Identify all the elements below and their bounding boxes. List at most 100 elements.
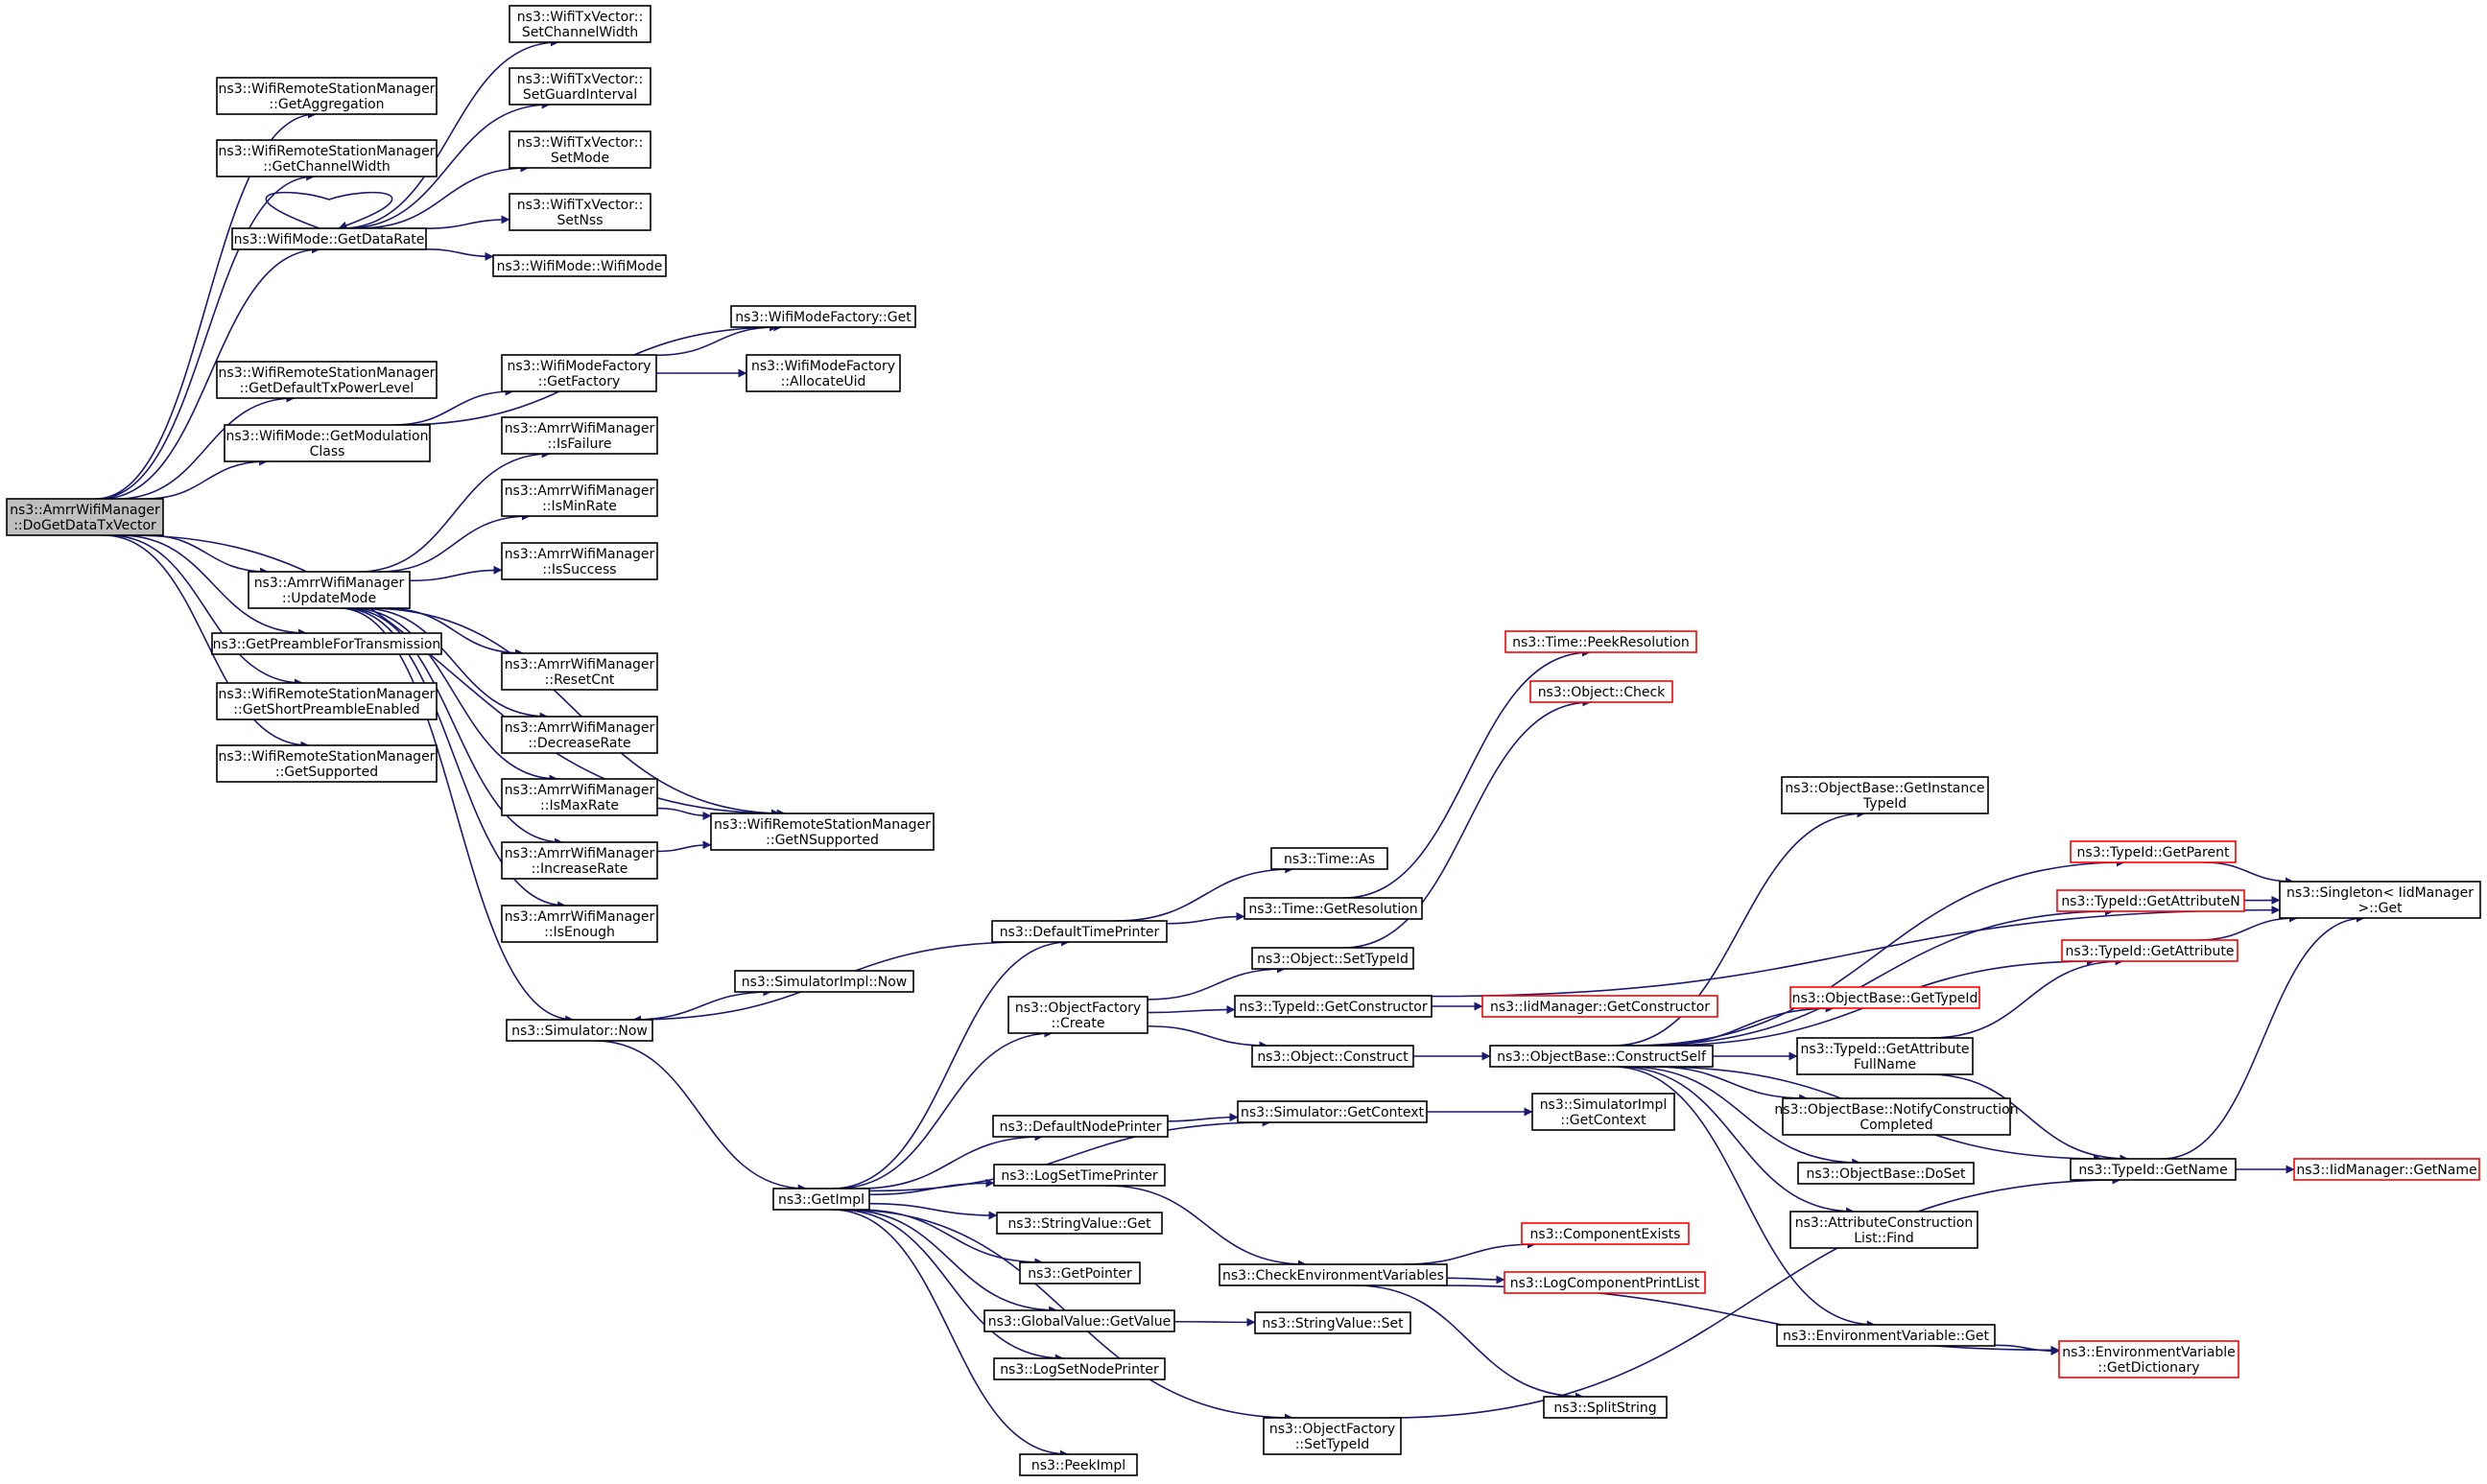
node-type-id-get-parent[interactable]: ns3::TypeId::GetParent: [2070, 840, 2237, 863]
node-log-set-time-printer[interactable]: ns3::LogSetTimePrinter: [993, 1164, 1166, 1187]
node-box: [1007, 996, 1149, 1034]
node-label-line: ns3::AmrrWifiManager: [505, 846, 655, 861]
node-construct-self[interactable]: ns3::ObjectBase::ConstructSelf: [1489, 1045, 1714, 1068]
node-is-success[interactable]: ns3::AmrrWifiManager::IsSuccess: [501, 542, 658, 580]
node-object-base-get-type-id[interactable]: ns3::ObjectBase::GetTypeId: [1789, 986, 1980, 1009]
node-label-line: ns3::TypeId::GetAttributeN: [2061, 894, 2239, 909]
edge-update-mode-to-simulator-now: [339, 607, 575, 1025]
node-global-value-get-value[interactable]: ns3::GlobalValue::GetValue: [983, 1309, 1175, 1332]
node-iid-manager-get-name[interactable]: ns3::IidManager::GetName: [2293, 1158, 2480, 1181]
node-log-set-node-printer[interactable]: ns3::LogSetNodePrinter: [993, 1357, 1166, 1380]
node-label-line: ::GetShortPreambleEnabled: [233, 702, 419, 718]
edge-update-mode-to-increase-rate: [345, 607, 563, 847]
node-is-enough[interactable]: ns3::AmrrWifiManager::IsEnough: [501, 905, 658, 943]
node-increase-rate[interactable]: ns3::AmrrWifiManager::IncreaseRate: [501, 841, 658, 880]
edge-update-mode-to-is-success: [409, 565, 503, 582]
node-is-failure[interactable]: ns3::AmrrWifiManager::IsFailure: [501, 416, 658, 455]
node-string-value-set[interactable]: ns3::StringValue::Set: [1254, 1311, 1411, 1334]
node-root[interactable]: ns3::AmrrWifiManager::DoGetDataTxVector: [6, 498, 164, 536]
edge-construct-self-to-attribute-construction-list-find: [1618, 1066, 1856, 1216]
node-string-value-get[interactable]: ns3::StringValue::Get: [996, 1212, 1163, 1235]
node-component-exists[interactable]: ns3::ComponentExists: [1521, 1222, 1690, 1245]
node-box: [248, 571, 411, 609]
node-time-get-resolution[interactable]: ns3::Time::GetResolution: [1244, 897, 1423, 920]
node-get-default-tx-power-level[interactable]: ns3::WifiRemoteStationManager::GetDefaul…: [216, 361, 438, 399]
node-type-id-get-attribute[interactable]: ns3::TypeId::GetAttribute: [2061, 939, 2238, 962]
node-wifi-mode-factory-get[interactable]: ns3::WifiModeFactory::Get: [730, 305, 916, 328]
node-time-as[interactable]: ns3::Time::As: [1270, 847, 1388, 870]
node-get-dictionary[interactable]: ns3::EnvironmentVariable::GetDictionary: [2058, 1340, 2239, 1378]
node-label-line: ns3::WifiModeFactory: [507, 359, 651, 374]
node-label-line: ns3::WifiModeFactory: [751, 359, 895, 374]
node-split-string[interactable]: ns3::SplitString: [1543, 1396, 1668, 1419]
node-label-line: SetChannelWidth: [522, 25, 638, 40]
node-object-construct[interactable]: ns3::Object::Construct: [1251, 1045, 1414, 1068]
node-get-short-preamble-enabled[interactable]: ns3::WifiRemoteStationManager::GetShortP…: [216, 682, 438, 720]
node-box: [6, 498, 164, 536]
node-default-time-printer[interactable]: ns3::DefaultTimePrinter: [991, 920, 1168, 943]
node-box: [231, 227, 427, 250]
node-object-factory-set-type-id[interactable]: ns3::ObjectFactory::SetTypeId: [1263, 1417, 1402, 1455]
edge-root-to-get-short-preamble-enabled: [108, 534, 304, 688]
node-label-line: ::ResetCnt: [545, 672, 615, 688]
node-label-line: ::GetDictionary: [2097, 1360, 2199, 1376]
node-object-check[interactable]: ns3::Object::Check: [1529, 680, 1673, 703]
node-set-mode[interactable]: ns3::WifiTxVector::SetMode: [509, 130, 651, 169]
node-object-set-type-id[interactable]: ns3::Object::SetTypeId: [1251, 947, 1414, 970]
node-allocate-uid[interactable]: ns3::WifiModeFactory::AllocateUid: [746, 354, 901, 392]
node-simulator-impl-now[interactable]: ns3::SimulatorImpl::Now: [734, 970, 914, 993]
node-environment-variable-get[interactable]: ns3::EnvironmentVariable::Get: [1776, 1324, 1996, 1347]
node-label-line: ns3::SplitString: [1553, 1401, 1656, 1416]
node-check-environment-variables[interactable]: ns3::CheckEnvironmentVariables: [1219, 1263, 1448, 1286]
node-label-line: ns3::GetPointer: [1028, 1266, 1132, 1282]
edge-object-set-type-id-to-object-check: [1343, 697, 1592, 949]
node-get-factory[interactable]: ns3::WifiModeFactory::GetFactory: [501, 354, 657, 392]
node-get-aggregation[interactable]: ns3::WifiRemoteStationManager::GetAggreg…: [216, 77, 438, 115]
node-update-mode[interactable]: ns3::AmrrWifiManager::UpdateMode: [248, 571, 411, 609]
node-type-id-get-constructor[interactable]: ns3::TypeId::GetConstructor: [1234, 995, 1433, 1018]
node-do-set[interactable]: ns3::ObjectBase::DoSet: [1797, 1162, 1975, 1185]
node-get-supported[interactable]: ns3::WifiRemoteStationManager::GetSuppor…: [216, 744, 438, 783]
node-type-id-get-attribute-n[interactable]: ns3::TypeId::GetAttributeN: [2056, 889, 2245, 912]
node-get-channel-width[interactable]: ns3::WifiRemoteStationManager::GetChanne…: [216, 139, 438, 177]
node-simulator-impl-get-context[interactable]: ns3::SimulatorImpl::GetContext: [1531, 1093, 1675, 1131]
node-decrease-rate[interactable]: ns3::AmrrWifiManager::DecreaseRate: [501, 716, 658, 754]
node-get-pointer[interactable]: ns3::GetPointer: [1019, 1261, 1141, 1284]
node-peek-impl[interactable]: ns3::PeekImpl: [1019, 1453, 1138, 1476]
node-get-nsupported[interactable]: ns3::WifiRemoteStationManager::GetNSuppo…: [710, 813, 935, 851]
node-iid-manager-get-constructor[interactable]: ns3::IidManager::GetConstructor: [1481, 995, 1718, 1018]
node-label-line: ns3::AmrrWifiManager: [505, 909, 655, 925]
node-get-preamble-for-transmission[interactable]: ns3::GetPreambleForTransmission: [211, 632, 442, 655]
node-label-line: ::IsSuccess: [542, 562, 616, 577]
node-simulator-get-context[interactable]: ns3::Simulator::GetContext: [1237, 1100, 1428, 1123]
edge-construct-self-to-type-id-get-attribute-n: [1638, 907, 2115, 1047]
node-type-id-get-name[interactable]: ns3::TypeId::GetName: [2070, 1158, 2237, 1181]
node-box: [1489, 1045, 1714, 1068]
node-is-max-rate[interactable]: ns3::AmrrWifiManager::IsMaxRate: [501, 778, 658, 816]
node-is-min-rate[interactable]: ns3::AmrrWifiManager::IsMinRate: [501, 479, 658, 517]
node-label-line: ns3::DefaultTimePrinter: [1000, 925, 1160, 940]
node-box: [991, 920, 1168, 943]
node-wifi-mode-ctor[interactable]: ns3::WifiMode::WifiMode: [492, 254, 667, 277]
node-simulator-now[interactable]: ns3::Simulator::Now: [506, 1019, 653, 1042]
node-reset-cnt[interactable]: ns3::AmrrWifiManager::ResetCnt: [501, 652, 658, 691]
node-time-peek-resolution[interactable]: ns3::Time::PeekResolution: [1504, 630, 1697, 653]
node-set-nss[interactable]: ns3::WifiTxVector::SetNss: [509, 193, 651, 231]
node-log-component-print-list[interactable]: ns3::LogComponentPrintList: [1504, 1271, 1706, 1294]
node-notify-construction-completed[interactable]: ns3::ObjectBase::NotifyConstructionCompl…: [1774, 1097, 2019, 1136]
node-singleton-get[interactable]: ns3::Singleton< IidManager >::Get: [2279, 881, 2481, 919]
node-object-factory-create[interactable]: ns3::ObjectFactory::Create: [1007, 996, 1149, 1034]
node-label-line: ns3::TypeId::GetParent: [2077, 845, 2230, 860]
node-get-impl[interactable]: ns3::GetImpl: [772, 1188, 870, 1211]
node-label-line: ns3::Singleton< IidManager: [2286, 885, 2474, 901]
node-default-node-printer[interactable]: ns3::DefaultNodePrinter: [992, 1115, 1169, 1138]
node-get-data-rate[interactable]: ns3::WifiMode::GetDataRate: [231, 227, 427, 250]
node-box: [501, 652, 658, 691]
node-set-guard-interval[interactable]: ns3::WifiTxVector::SetGuardInterval: [509, 67, 651, 106]
node-set-channel-width[interactable]: ns3::WifiTxVector::SetChannelWidth: [509, 5, 651, 43]
node-label-line: ns3::ObjectBase::NotifyConstruction: [1774, 1102, 2018, 1118]
